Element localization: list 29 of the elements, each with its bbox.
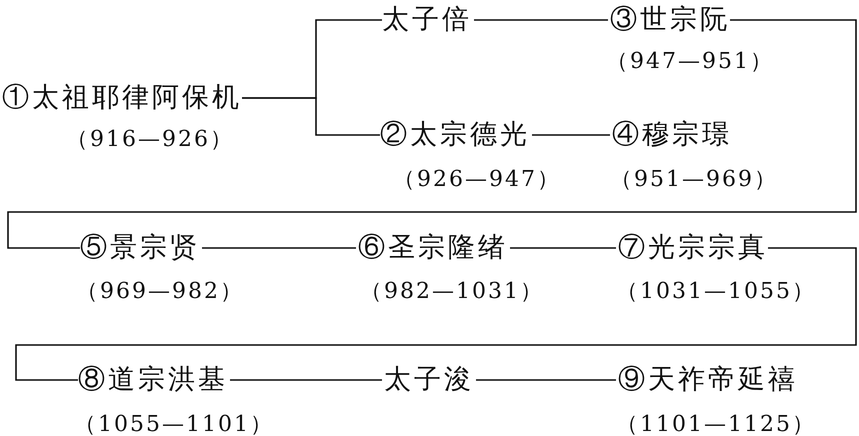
reign-years: （926—947） bbox=[393, 167, 561, 193]
reign-years: （916—926） bbox=[66, 127, 234, 153]
person-name: ④穆宗璟 bbox=[612, 119, 732, 151]
reign-years: （951—969） bbox=[610, 167, 778, 193]
person-name: ⑤景宗贤 bbox=[80, 232, 200, 264]
connector-line bbox=[532, 134, 610, 136]
reign-years: （969—982） bbox=[76, 279, 244, 305]
reign-years: （1055—1101） bbox=[74, 412, 274, 436]
person-name: 太子浚 bbox=[384, 364, 474, 396]
connector-line bbox=[474, 19, 608, 21]
person-name: ①太祖耶律阿保机 bbox=[2, 82, 242, 114]
person-name: ⑨天祚帝延禧 bbox=[618, 364, 798, 396]
person-name: ⑦光宗宗真 bbox=[618, 232, 768, 264]
reign-years: （947—951） bbox=[606, 49, 774, 75]
person-name: ⑧道宗洪基 bbox=[78, 364, 228, 396]
person-name: ③世宗阮 bbox=[610, 4, 730, 36]
connector-line bbox=[202, 247, 356, 249]
connector-line bbox=[242, 97, 380, 136]
reign-years: （1031—1055） bbox=[616, 279, 816, 305]
connector-line bbox=[476, 379, 616, 381]
connector-line bbox=[15, 247, 857, 381]
reign-years: （982—1031） bbox=[360, 279, 544, 305]
person-name: ⑥圣宗隆绪 bbox=[358, 232, 508, 264]
connector-line bbox=[7, 19, 857, 249]
person-name: ②太宗德光 bbox=[380, 119, 530, 151]
person-name: 太子倍 bbox=[382, 4, 472, 36]
connector-line bbox=[510, 247, 616, 249]
connector-line bbox=[230, 379, 382, 381]
reign-years: （1101—1125） bbox=[616, 412, 816, 436]
